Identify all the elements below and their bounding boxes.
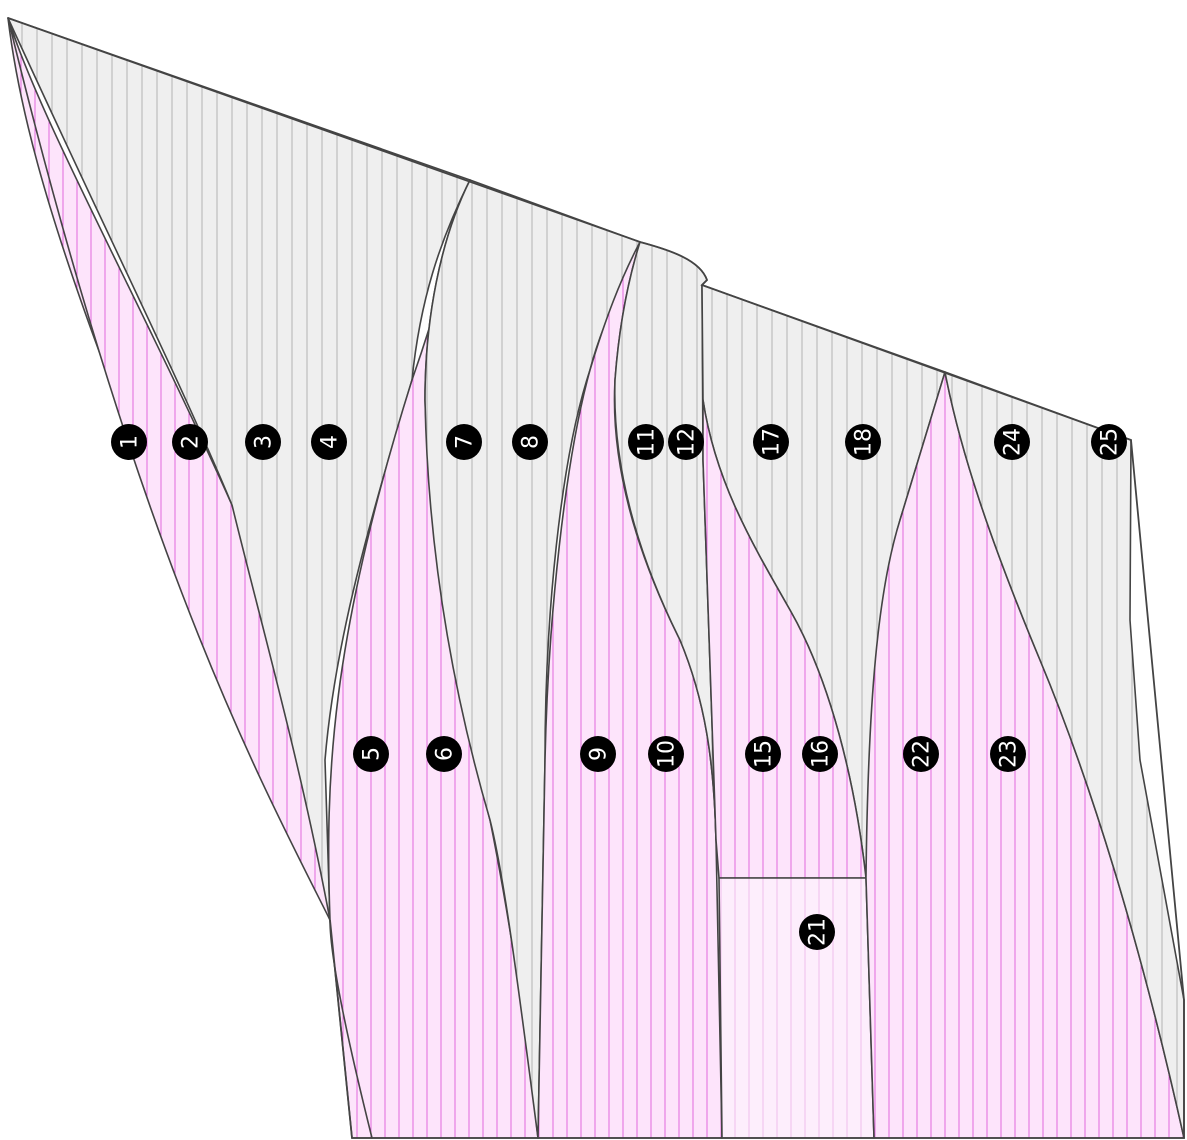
marker-circle xyxy=(802,736,838,772)
panel-3-4 xyxy=(7,17,471,921)
marker-label: 2 xyxy=(179,435,204,449)
marker-circle xyxy=(799,914,835,950)
marker-circle xyxy=(903,736,939,772)
marker-18: 18 xyxy=(845,424,881,460)
outer-outline xyxy=(7,17,1185,1139)
marker-label: 25 xyxy=(1098,428,1123,456)
marker-17: 17 xyxy=(753,424,789,460)
marker-circle xyxy=(990,736,1026,772)
marker-circle xyxy=(446,424,482,460)
marker-circle xyxy=(745,736,781,772)
marker-5: 5 xyxy=(353,736,389,772)
marker-15: 15 xyxy=(745,736,781,772)
marker-4: 4 xyxy=(311,424,347,460)
marker-circle xyxy=(172,424,208,460)
marker-12: 12 xyxy=(668,424,704,460)
marker-circle xyxy=(512,424,548,460)
marker-circle xyxy=(353,736,389,772)
marker-7: 7 xyxy=(446,424,482,460)
marker-label: 11 xyxy=(635,428,660,456)
marker-label: 8 xyxy=(519,435,544,449)
marker-24: 24 xyxy=(994,424,1030,460)
marker-circle xyxy=(426,736,462,772)
marker-label: 9 xyxy=(587,747,612,761)
marker-label: 24 xyxy=(1001,428,1026,456)
marker-label: 6 xyxy=(433,747,458,761)
marker-21: 21 xyxy=(799,914,835,950)
marker-9: 9 xyxy=(580,736,616,772)
marker-label: 10 xyxy=(655,740,680,768)
marker-circle xyxy=(648,736,684,772)
marker-16: 16 xyxy=(802,736,838,772)
marker-label: 15 xyxy=(752,740,777,768)
marker-2: 2 xyxy=(172,424,208,460)
marker-label: 3 xyxy=(252,435,277,449)
marker-circle xyxy=(628,424,664,460)
marker-label: 18 xyxy=(852,428,877,456)
marker-label: 5 xyxy=(360,747,385,761)
marker-label: 7 xyxy=(453,435,478,449)
marker-circle xyxy=(668,424,704,460)
marker-22: 22 xyxy=(903,736,939,772)
marker-6: 6 xyxy=(426,736,462,772)
marker-label: 23 xyxy=(997,740,1022,768)
marker-25: 25 xyxy=(1091,424,1127,460)
marker-circle xyxy=(245,424,281,460)
marker-circle xyxy=(753,424,789,460)
marker-8: 8 xyxy=(512,424,548,460)
panel-24-25 xyxy=(944,371,1185,1139)
marker-circle xyxy=(1091,424,1127,460)
marker-23: 23 xyxy=(990,736,1026,772)
marker-10: 10 xyxy=(648,736,684,772)
marker-label: 4 xyxy=(318,435,343,449)
marker-circle xyxy=(845,424,881,460)
marker-label: 1 xyxy=(118,435,143,449)
marker-label: 16 xyxy=(809,740,834,768)
marker-label: 17 xyxy=(760,428,785,456)
marker-11: 11 xyxy=(628,424,664,460)
marker-circle xyxy=(311,424,347,460)
marker-3: 3 xyxy=(245,424,281,460)
marker-circle xyxy=(111,424,147,460)
panel-21 xyxy=(718,877,875,1139)
marker-label: 21 xyxy=(806,918,831,946)
marker-label: 12 xyxy=(675,428,700,456)
marker-circle xyxy=(994,424,1030,460)
marker-circle xyxy=(580,736,616,772)
marker-label: 22 xyxy=(910,740,935,768)
marker-1: 1 xyxy=(111,424,147,460)
